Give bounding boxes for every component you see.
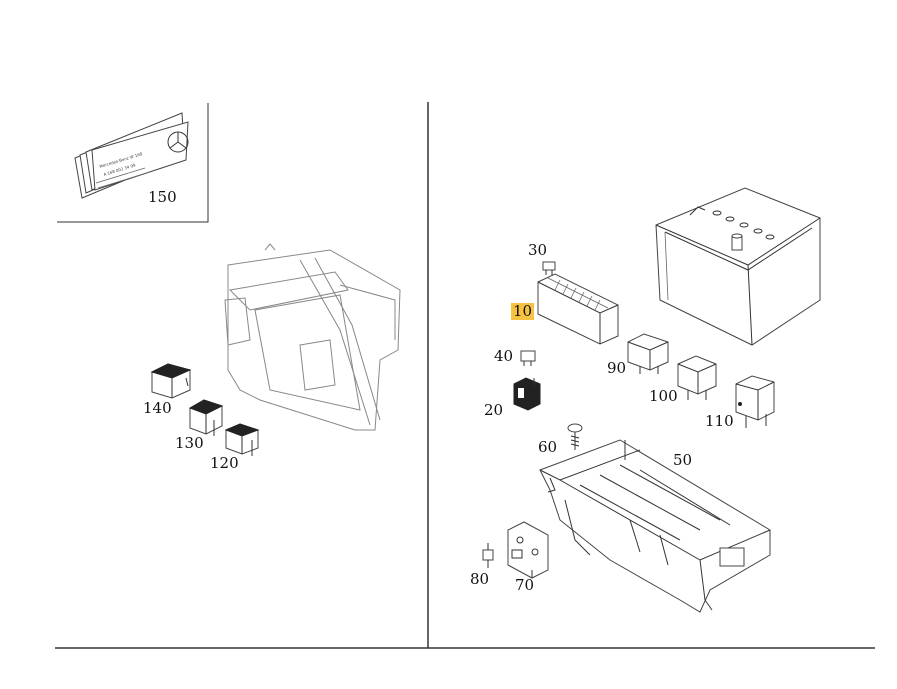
clip-80 (482, 543, 494, 568)
fuse-40 (520, 350, 536, 366)
relay-110 (735, 375, 775, 428)
callout-140: 140 (143, 399, 172, 417)
callout-110: 110 (705, 412, 734, 430)
callout-20: 20 (484, 401, 504, 419)
callout-90: 90 (607, 359, 627, 377)
relay-100 (677, 355, 717, 400)
relay-130 (188, 399, 224, 436)
fuse-box-housing (224, 243, 401, 431)
callout-80: 80 (470, 570, 490, 588)
fuse-30 (542, 261, 556, 275)
screw-60 (567, 423, 583, 450)
callout-10-highlighted: 10 (511, 302, 535, 320)
callout-50: 50 (673, 451, 693, 469)
booklet-inset: Mercedes-Benz W 168 A 168 002 34 99 (57, 103, 209, 223)
callout-130: 130 (175, 434, 204, 452)
relay-140 (150, 363, 192, 399)
callout-40: 40 (494, 347, 514, 365)
callout-150: 150 (148, 188, 177, 206)
carrier-50 (539, 439, 771, 613)
callout-100: 100 (649, 387, 678, 405)
relay-120 (224, 423, 260, 456)
callout-30: 30 (528, 241, 548, 259)
connector-20 (513, 377, 541, 411)
callout-70: 70 (515, 576, 535, 594)
callout-60: 60 (538, 438, 558, 456)
relay-90 (627, 333, 669, 374)
callout-120: 120 (210, 454, 239, 472)
fuse-block-10 (537, 273, 619, 345)
bracket-70 (507, 521, 549, 579)
battery (655, 187, 821, 346)
